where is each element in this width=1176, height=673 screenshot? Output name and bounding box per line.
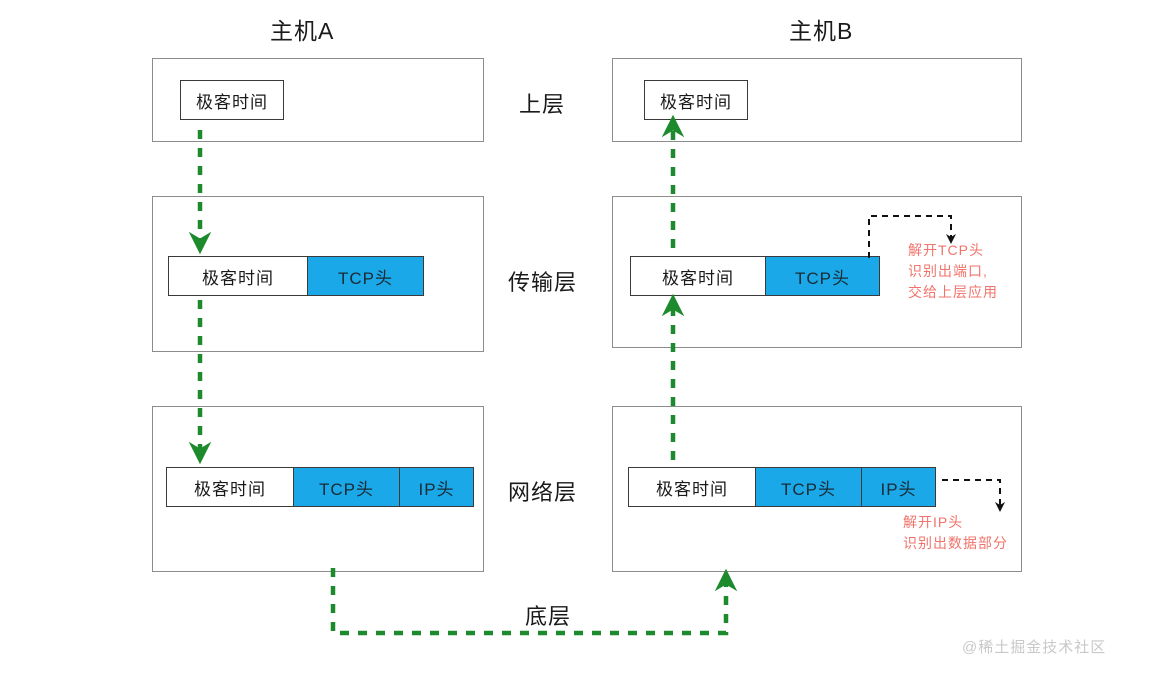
annotation-tcp-unwrap: 解开TCP头 识别出端口, 交给上层应用	[908, 242, 998, 300]
host-b-title: 主机B	[789, 18, 854, 44]
host-b-upper-packet: 极客时间	[644, 80, 748, 120]
packet-ip-header-cell: IP头	[400, 467, 474, 507]
packet-ip-header-cell: IP头	[862, 467, 936, 507]
packet-tcp-header-cell: TCP头	[294, 467, 400, 507]
packet-payload-cell: 极客时间	[166, 467, 294, 507]
packet-tcp-header-cell: TCP头	[756, 467, 862, 507]
layer-label-upper: 上层	[519, 92, 566, 117]
packet-payload-cell: 极客时间	[630, 256, 766, 296]
host-a-network-packet: 极客时间 TCP头 IP头	[166, 467, 474, 507]
layer-label-transport: 传输层	[508, 270, 578, 295]
watermark: @稀土掘金技术社区	[962, 639, 1107, 656]
packet-tcp-header-cell: TCP头	[308, 256, 424, 296]
annotation-ip-unwrap: 解开IP头 识别出数据部分	[903, 514, 1008, 551]
host-b-transport-packet: 极客时间 TCP头	[630, 256, 880, 296]
host-a-title: 主机A	[270, 18, 335, 44]
packet-payload-cell: 极客时间	[180, 80, 284, 120]
layer-label-bottom: 底层	[525, 604, 572, 629]
packet-tcp-header-cell: TCP头	[766, 256, 880, 296]
packet-payload-cell: 极客时间	[644, 80, 748, 120]
packet-payload-cell: 极客时间	[628, 467, 756, 507]
host-a-transport-packet: 极客时间 TCP头	[168, 256, 424, 296]
layer-label-network: 网络层	[508, 480, 578, 505]
packet-payload-cell: 极客时间	[168, 256, 308, 296]
host-a-upper-packet: 极客时间	[180, 80, 284, 120]
host-b-network-packet: 极客时间 TCP头 IP头	[628, 467, 936, 507]
